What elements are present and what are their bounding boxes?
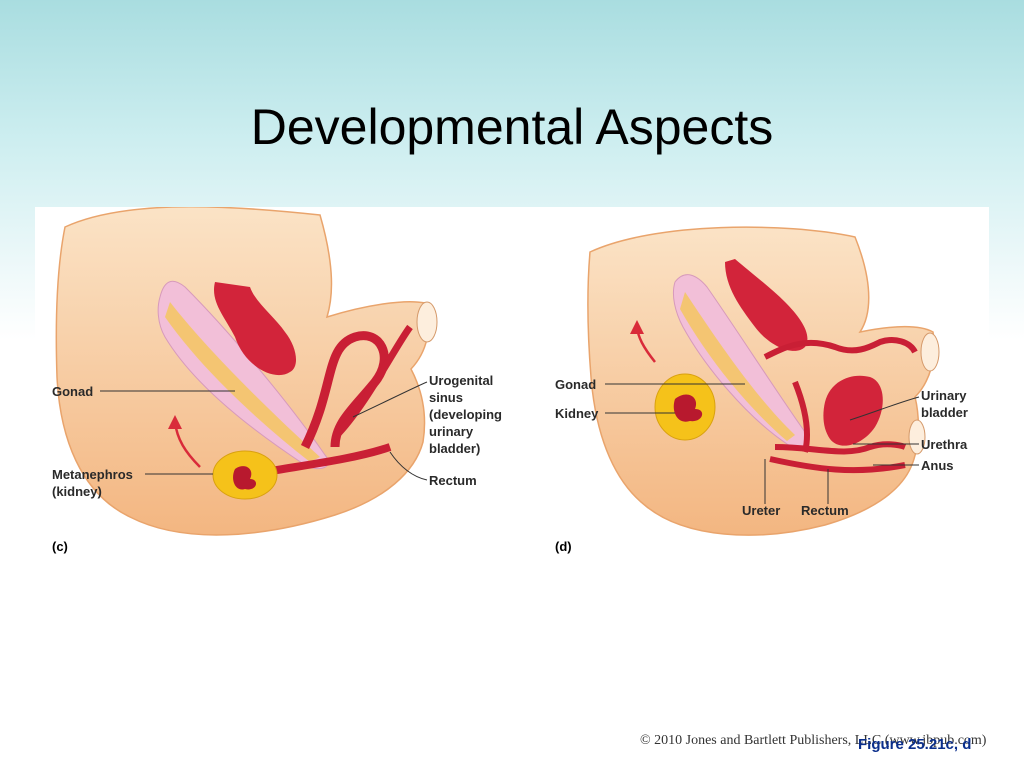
label-urogenital-c-3: (developing (429, 407, 502, 422)
label-urogenital-c-5: bladder) (429, 441, 480, 456)
figure-reference: Figure 25.21c, d (858, 736, 972, 753)
label-gonad-d: Gonad (555, 377, 596, 392)
label-urinary-d-2: bladder (921, 405, 968, 420)
cloaca-d (725, 259, 808, 351)
slide-title: Developmental Aspects (250, 99, 774, 155)
label-urogenital-c-1: Urogenital (429, 373, 493, 388)
gonad-c (157, 280, 329, 470)
label-rectum-c: Rectum (429, 473, 477, 488)
urinary-bladder-d (823, 375, 883, 446)
label-urogenital-c-2: sinus (429, 390, 463, 405)
label-kidney-c: (kidney) (52, 484, 102, 499)
panel-c-tag: (c) (52, 539, 68, 554)
embryo-figure: Gonad Metanephros (kidney) Urogenital si… (35, 207, 989, 572)
label-urethra-d: Urethra (921, 437, 968, 452)
panel-c: Gonad Metanephros (kidney) Urogenital si… (52, 207, 502, 554)
label-urinary-d-1: Urinary (921, 388, 967, 403)
panel-d-tag: (d) (555, 539, 572, 554)
label-ureter-d: Ureter (742, 503, 780, 518)
label-metanephros-c: Metanephros (52, 467, 133, 482)
label-urogenital-c-4: urinary (429, 424, 474, 439)
panel-d: Gonad Kidney Urinary bladder Urethra Anu… (555, 226, 968, 554)
label-gonad-c: Gonad (52, 384, 93, 399)
label-kidney-d: Kidney (555, 406, 599, 421)
urinary-development-diagram: Gonad Metanephros (kidney) Urogenital si… (52, 207, 968, 554)
cloaca-c (214, 282, 297, 376)
copyright-notice: © 2010 Jones and Bartlett Publishers, LL… (640, 733, 987, 748)
label-anus-d: Anus (921, 458, 954, 473)
label-rectum-d: Rectum (801, 503, 849, 518)
